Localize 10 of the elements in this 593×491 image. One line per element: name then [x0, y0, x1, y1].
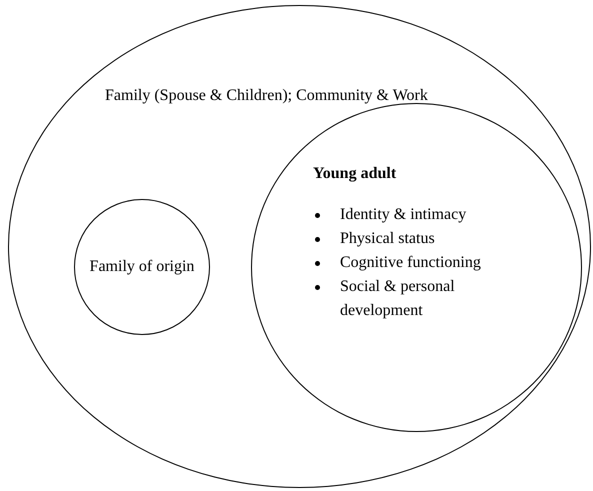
node-label: Family of origin — [90, 257, 194, 277]
outer-ellipse — [8, 5, 591, 488]
list-item: Physical status — [340, 229, 435, 249]
list-item: Identity & intimacy — [340, 205, 466, 225]
circle-node — [251, 103, 582, 432]
list-item: Cognitive functioning — [340, 253, 481, 273]
list-item: Social & personal development — [340, 277, 456, 321]
circle-node — [74, 199, 210, 335]
node-heading: Young adult — [313, 164, 398, 184]
region-heading: Family (Spouse & Children); Community & Work — [105, 86, 428, 106]
